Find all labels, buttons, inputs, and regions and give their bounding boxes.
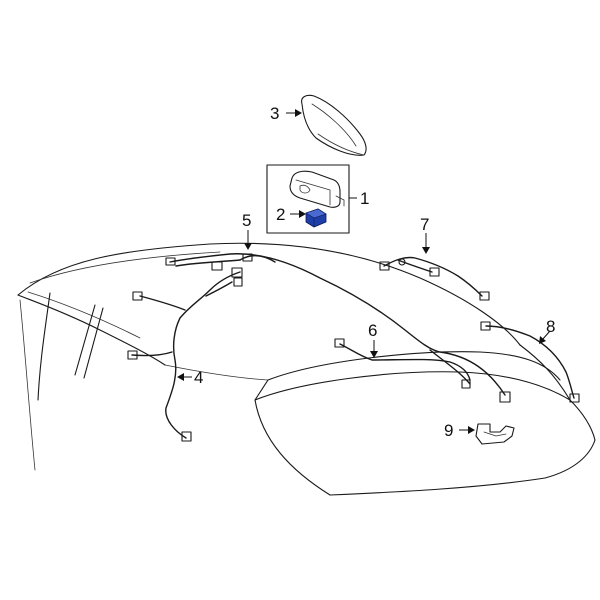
- callout-7: 7: [420, 215, 429, 234]
- callout-2: 2: [276, 205, 285, 224]
- highlighted-connector-part-2: [305, 208, 327, 228]
- callout-3: 3: [270, 104, 279, 123]
- callout-8: 8: [546, 317, 555, 336]
- callout-4: 4: [194, 368, 203, 387]
- mounting-bracket: [475, 423, 515, 445]
- rear-wire-harness: [480, 321, 580, 403]
- callout-6: 6: [368, 321, 377, 340]
- antenna-assembly-box: [266, 164, 350, 234]
- callout-1: 1: [360, 189, 369, 208]
- antenna-module: [289, 170, 345, 208]
- callout-5: 5: [242, 211, 251, 230]
- trunk-lid-harness: [334, 338, 471, 381]
- antenna-lead-harness: [379, 256, 490, 301]
- vehicle-body-outline: [17, 242, 596, 496]
- pillar-wire-harness: [127, 267, 243, 442]
- callout-9: 9: [444, 421, 453, 440]
- callout-layer: 1 2 3 4 5 6 7 8 9: [177, 104, 555, 440]
- roof-wire-harness: [165, 253, 511, 403]
- shark-fin-antenna-cover: [301, 94, 367, 156]
